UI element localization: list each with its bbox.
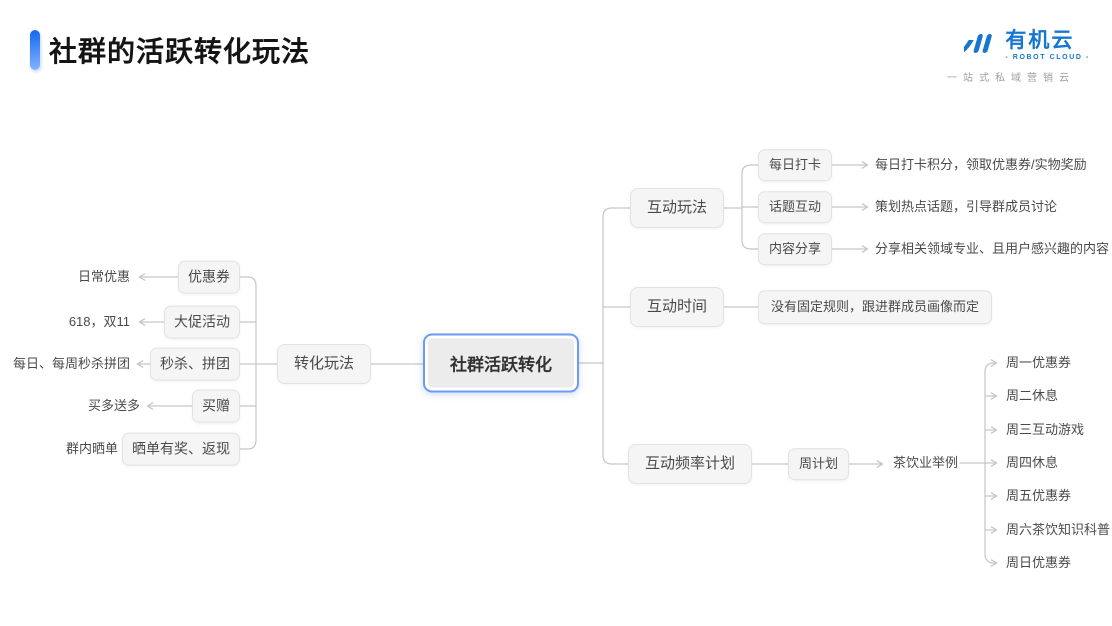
logo-text-block: 有机云 - ROBOT CLOUD - <box>1005 30 1090 61</box>
leaf-week-tue: 周二休息 <box>1006 388 1059 404</box>
label-buy-more: 买多送多 <box>87 398 140 414</box>
leaf-week-sun: 周日优惠券 <box>1006 555 1072 571</box>
node-topic-interaction: 话题互动 <box>758 191 833 223</box>
node-content-sharing: 内容分享 <box>758 233 833 265</box>
node-center: 社群活跃转化 <box>423 333 579 393</box>
label-tea-example: 茶饮业举例 <box>893 455 959 471</box>
label-618-double11: 618，双11 <box>68 314 130 330</box>
logo-subtitle: - ROBOT CLOUD - <box>1005 54 1090 61</box>
node-share-reward: 晒单有奖、返现 <box>122 432 240 466</box>
logo-name: 有机云 <box>1005 29 1075 52</box>
leaf-week-wed: 周三互动游戏 <box>1006 422 1085 438</box>
title-accent-bar <box>30 30 40 70</box>
node-coupon: 优惠券 <box>178 260 240 294</box>
leaf-desc-checkin: 每日打卡积分，领取优惠券/实物奖励 <box>875 157 1087 173</box>
leaf-week-mon: 周一优惠券 <box>1006 355 1072 371</box>
node-gift-with-purchase: 买赠 <box>192 389 240 423</box>
logo-top-row: 有机云 - ROBOT CLOUD - <box>932 30 1090 61</box>
node-interaction-frequency-plan: 互动频率计划 <box>628 444 753 484</box>
label-group-share: 群内晒单 <box>65 441 118 457</box>
leaf-desc-topic: 策划热点话题，引导群成员讨论 <box>875 199 1058 215</box>
leaf-week-fri: 周五优惠券 <box>1006 488 1072 504</box>
node-week-plan: 周计划 <box>788 448 850 480</box>
header: 社群的活跃转化玩法 <box>30 30 310 70</box>
node-interaction-time: 互动时间 <box>630 287 725 327</box>
node-big-promo: 大促活动 <box>164 305 240 339</box>
leaf-desc-content: 分享相关领域专业、且用户感兴趣的内容 <box>875 241 1110 257</box>
leaf-week-sat: 周六茶饮知识科普 <box>1006 522 1111 538</box>
node-conversion-tactics: 转化玩法 <box>277 344 372 384</box>
leaf-week-thu: 周四休息 <box>1006 455 1059 471</box>
label-flash-group-schedule: 每日、每周秒杀拼团 <box>12 356 130 372</box>
brand-logo: 有机云 - ROBOT CLOUD - 一站式私域营销云 <box>932 30 1090 84</box>
logo-tagline: 一站式私域营销云 <box>947 73 1075 84</box>
node-flash-group: 秒杀、拼团 <box>150 347 240 381</box>
page-title: 社群的活跃转化玩法 <box>49 36 311 67</box>
label-daily-discount: 日常优惠 <box>77 269 130 285</box>
node-daily-checkin: 每日打卡 <box>758 149 833 181</box>
note-interaction-time: 没有固定规则，跟进群成员画像而定 <box>758 290 993 324</box>
logo-mark-icon <box>964 34 993 53</box>
node-interaction-tactics: 互动玩法 <box>630 188 725 228</box>
